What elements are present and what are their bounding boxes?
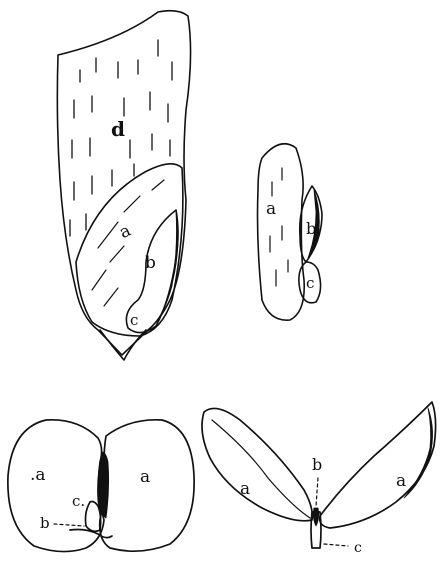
spread-leader-c [324, 544, 348, 546]
label-bean-plumule: b [40, 514, 50, 532]
bean-embryo-hook [70, 530, 112, 538]
label-bean-radicle: c. [72, 492, 85, 510]
embryo-outline [258, 144, 305, 320]
spread-right-cotyledon [320, 402, 436, 528]
bean-open-figure [8, 420, 194, 552]
label-corn-endosperm: d [111, 117, 125, 141]
bean-radicle-structure [86, 502, 101, 532]
bean-left-half [8, 420, 104, 552]
label-bean-right-half: a [140, 467, 150, 487]
label-spread-right-cotyledon: a [396, 471, 406, 491]
spread-right-shading [404, 408, 433, 498]
corn-kernel-figure [57, 11, 190, 360]
label-corn-radicle: c [130, 311, 138, 329]
label-embryo-cotyledon: a [266, 199, 276, 219]
label-corn-plumule: b [145, 253, 156, 273]
spread-left-inner-line [212, 420, 310, 518]
label-embryo-plumule: b [306, 219, 316, 238]
label-spread-left-cotyledon: a [240, 479, 250, 499]
label-embryo-radicle: c [306, 274, 314, 292]
spread-plumule [313, 508, 318, 526]
label-bean-left-half: .a [30, 465, 46, 485]
label-corn-cotyledon: a [116, 221, 134, 243]
bean-leader-b [54, 524, 84, 526]
embryo-texture [270, 168, 288, 286]
spread-leader-b [316, 478, 318, 506]
label-spread-plumule: b [312, 455, 322, 474]
label-spread-radicle: c [354, 540, 362, 556]
cotyledon-hatching [92, 180, 164, 306]
